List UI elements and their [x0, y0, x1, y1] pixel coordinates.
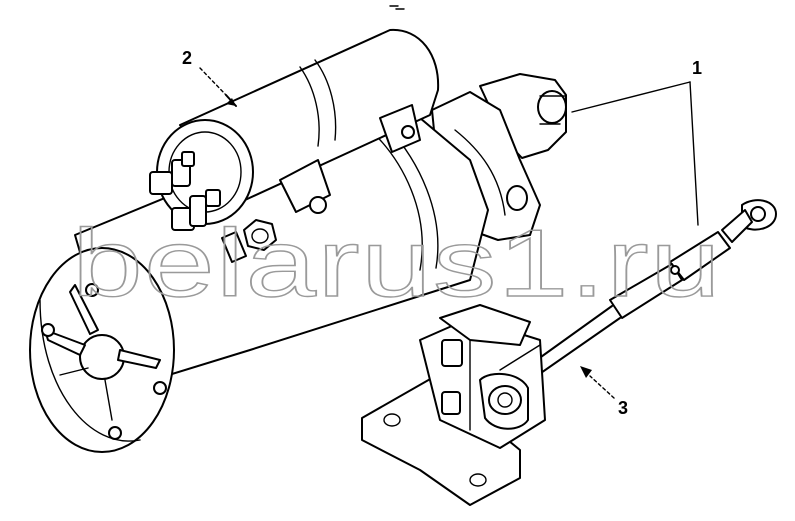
end-cover-bolt: [85, 283, 99, 297]
cable-lug: [721, 209, 753, 243]
end-cover-bolt: [41, 323, 55, 337]
end-cover-center-boss: [79, 334, 125, 380]
yoke-hex-nut: [243, 219, 277, 251]
starter-motor: [29, 28, 567, 453]
solenoid-terminals: [149, 151, 247, 263]
battery-cable: [519, 199, 777, 383]
callout-1: 1: [692, 58, 702, 78]
end-cover-bolt: [108, 426, 122, 440]
leader-3-arrowhead: [580, 366, 592, 378]
callout-leaders: [199, 67, 699, 399]
strap-bracket: [379, 104, 421, 153]
watermark-text: belarus1.ru: [72, 210, 722, 317]
leader-2: [199, 67, 227, 96]
leader-1-to-starter: [571, 81, 691, 113]
end-cover-rib-top: [69, 284, 99, 335]
callout-3: 3: [618, 398, 628, 418]
cable-sleeve: [609, 263, 683, 319]
end-cover-rib-right: [117, 349, 161, 369]
relay-bracket: [361, 304, 546, 506]
stray-mark: [389, 5, 405, 10]
leader-2-arrowhead: [226, 98, 236, 106]
callout-2: 2: [182, 48, 192, 68]
flange-bolt-hole: [506, 185, 528, 211]
relay-cap: [439, 304, 531, 346]
leader-3: [589, 375, 615, 399]
end-cover-bolt: [153, 381, 167, 395]
mounting-boss: [537, 90, 567, 124]
leader-1-to-cable: [689, 81, 699, 226]
